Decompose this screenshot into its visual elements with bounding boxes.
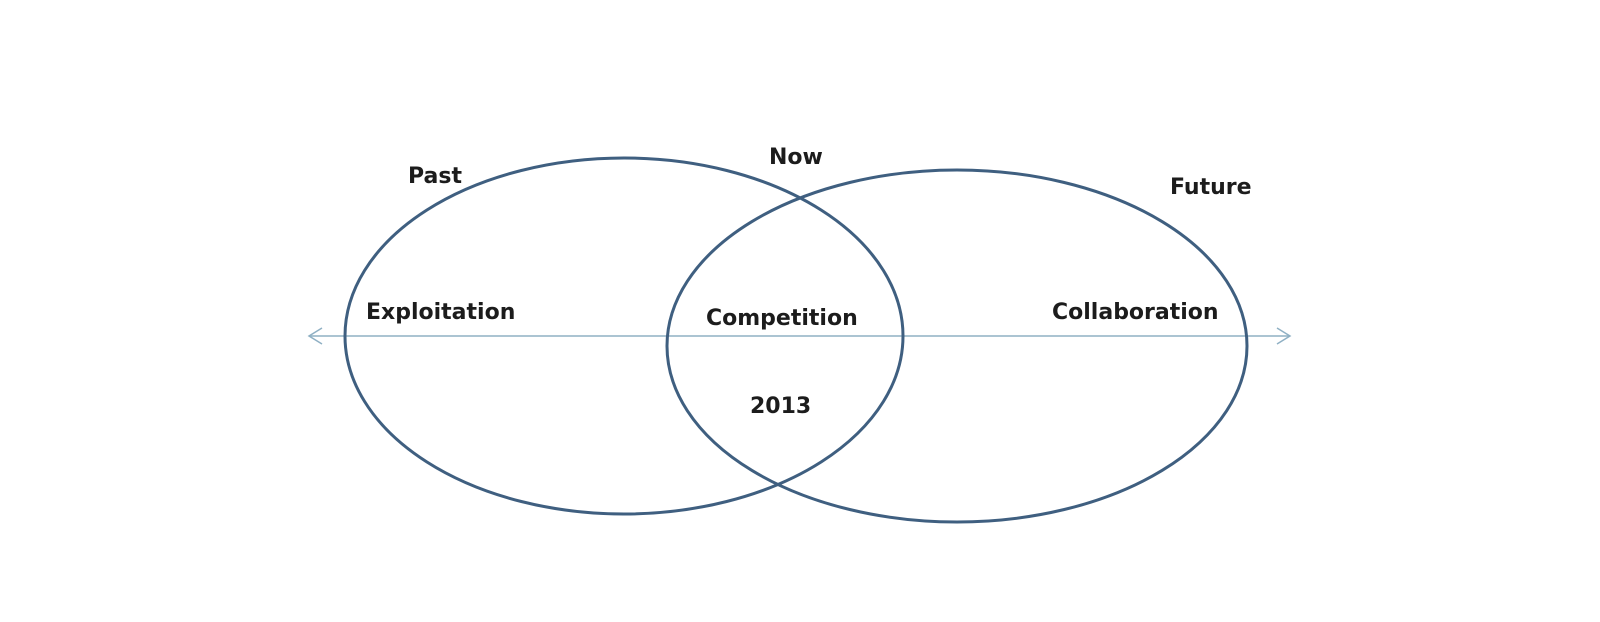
future-ellipse bbox=[665, 168, 1249, 524]
timeline-axis bbox=[307, 327, 1292, 345]
collaboration-label: Collaboration bbox=[1052, 300, 1219, 325]
now-label: Now bbox=[769, 145, 823, 170]
future-label: Future bbox=[1170, 175, 1252, 200]
timeline-right-arrowhead bbox=[1276, 327, 1292, 345]
competition-label: Competition bbox=[706, 306, 858, 331]
past-ellipse bbox=[343, 156, 905, 516]
exploitation-label: Exploitation bbox=[366, 300, 515, 325]
past-label: Past bbox=[408, 164, 462, 189]
year-label: 2013 bbox=[750, 394, 811, 419]
timeline-left-arrowhead bbox=[307, 327, 323, 345]
